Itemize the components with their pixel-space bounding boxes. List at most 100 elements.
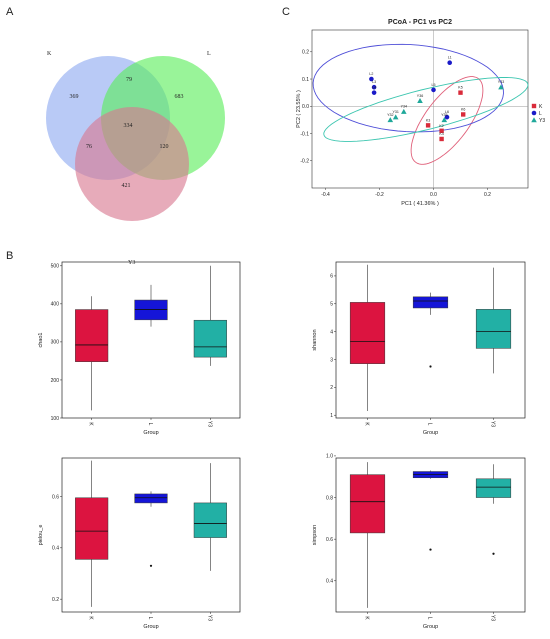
boxplot-xtick-label: Y3 xyxy=(490,421,496,427)
boxplot-xtick-label: Y3 xyxy=(490,615,496,621)
boxplot-box-y3 xyxy=(193,502,227,538)
boxplot-ytick-label: 0.2 xyxy=(52,597,59,603)
pcoa-ytick-label: -0.2 xyxy=(300,159,309,165)
pcoa-point-y31 xyxy=(392,114,399,120)
panel-label-b: B xyxy=(6,250,14,262)
venn-set-label-k: K xyxy=(47,51,52,57)
pcoa-point-label: K4 xyxy=(439,132,443,136)
pcoa-point-k3 xyxy=(425,123,431,128)
boxplot-box-y3 xyxy=(475,309,512,349)
boxplot-ytick-label: 1.0 xyxy=(326,454,333,460)
boxplot-ytick-label: 0.6 xyxy=(326,537,333,543)
pcoa-point-label: Y36 xyxy=(417,94,423,98)
boxplot-box-l xyxy=(134,493,168,504)
boxplot-xlabel: Group xyxy=(143,430,158,436)
boxplot-ylabel: shannon xyxy=(312,329,318,350)
pcoa-point-label: L3 xyxy=(372,80,376,84)
pcoa-point-l1 xyxy=(447,60,453,65)
pcoa-point-y33 xyxy=(498,84,504,90)
pcoa-ytick-label: 0.0 xyxy=(302,104,309,110)
panel-label-c: C xyxy=(282,6,290,18)
pcoa-point-label: Y32 xyxy=(387,113,393,117)
venn-region-y3-only: 421 xyxy=(122,183,131,189)
pcoa-point-label: K3 xyxy=(426,118,430,122)
pcoa-ylabel: PC2 ( 23.55% ) xyxy=(296,90,302,128)
boxplot-ylabel: chao1 xyxy=(38,333,44,348)
pcoa-point-label: Y31 xyxy=(392,110,398,114)
boxplot-xtick-label: L xyxy=(427,423,433,426)
pcoa-ytick-label: 0.2 xyxy=(302,50,309,56)
boxplot-xlabel: Group xyxy=(143,624,158,630)
pcoa-point-k6 xyxy=(461,112,466,117)
boxplot-box-k xyxy=(349,474,386,534)
boxplot-xtick-label: Y3 xyxy=(206,615,212,621)
pcoa-title: PCoA - PC1 vs PC2 xyxy=(388,19,452,26)
venn-region-l-only: 683 xyxy=(175,94,184,100)
pcoa-ytick-label: -0.1 xyxy=(300,131,309,137)
pcoa-plot-frame xyxy=(311,29,529,189)
pcoa-point-label: L2 xyxy=(369,72,373,76)
pcoa-legend-label-y3: Y3 xyxy=(539,118,545,124)
pcoa-point-y36 xyxy=(417,98,423,104)
pcoa-xlabel: PC1 ( 41.36% ) xyxy=(401,201,439,207)
boxplot-outlier xyxy=(492,552,495,555)
pcoa-point-y35 xyxy=(441,117,448,123)
boxplot-ytick-label: 0.4 xyxy=(52,546,59,552)
pcoa-point-l5 xyxy=(431,87,436,93)
pcoa-ellipse-y3 xyxy=(323,77,529,142)
boxplot-ytick-label: 0.6 xyxy=(52,494,59,500)
pcoa-point-label: K5 xyxy=(458,86,462,90)
boxplot-xtick-label: K xyxy=(88,616,94,620)
pcoa-ytick-label: 0.1 xyxy=(302,77,309,83)
boxplot-ytick-label: 1 xyxy=(330,413,333,419)
boxplot-xlabel: Group xyxy=(423,430,438,436)
pcoa-point-y32 xyxy=(387,117,394,123)
venn-set-label-l: L xyxy=(207,51,211,57)
pcoa-legend-label-l: L xyxy=(539,111,542,117)
boxplot-ytick-label: 0.8 xyxy=(326,495,333,501)
pcoa-point-label: Y34 xyxy=(401,105,407,109)
pcoa-point-l6 xyxy=(444,114,450,120)
boxplot-ytick-label: 6 xyxy=(330,274,333,280)
pcoa-xtick-label: -0.2 xyxy=(375,192,384,198)
boxplot-ytick-label: 300 xyxy=(51,340,60,346)
pcoa-point-l4 xyxy=(371,90,377,95)
pcoa-point-label: K2 xyxy=(439,124,443,128)
pcoa-point-label: L6 xyxy=(445,110,449,114)
boxplot-ytick-label: 500 xyxy=(51,264,60,270)
venn-region-k-y3: 76 xyxy=(86,144,92,150)
boxplot-xtick-label: Y3 xyxy=(206,421,212,427)
boxplot-xtick-label: L xyxy=(147,617,153,620)
boxplot-box-y3 xyxy=(475,478,512,498)
boxplot-xtick-label: L xyxy=(427,617,433,620)
pcoa-point-k2 xyxy=(439,128,444,133)
boxplot-xtick-label: K xyxy=(364,422,370,426)
boxplot-box-k xyxy=(75,309,109,362)
boxplot-ytick-label: 200 xyxy=(51,378,60,384)
pcoa-ellipse-l xyxy=(312,43,504,133)
boxplot-xtick-label: K xyxy=(364,616,370,620)
pcoa-point-label: L5 xyxy=(432,83,436,87)
pcoa-xtick-label: 0.2 xyxy=(484,192,491,198)
pcoa-legend-marker-y3 xyxy=(531,117,537,123)
pcoa-legend-label-k: K xyxy=(539,104,543,110)
venn-region-l-y3: 120 xyxy=(160,144,169,150)
pcoa-legend-marker-k xyxy=(531,103,537,109)
venn-circle-y3 xyxy=(75,107,189,221)
boxplot-ytick-label: 400 xyxy=(51,302,60,308)
pcoa-point-label: Y35 xyxy=(441,113,447,117)
boxplot-ytick-label: 2 xyxy=(330,385,333,391)
pcoa-xtick-label: 0.0 xyxy=(430,192,437,198)
venn-region-k-l: 79 xyxy=(126,77,132,83)
boxplot-ylabel: simpson xyxy=(312,525,318,545)
boxplot-outlier xyxy=(429,365,432,368)
boxplot-box-y3 xyxy=(193,319,227,358)
boxplot-box-l xyxy=(412,296,449,309)
boxplot-ylabel: pielou_e xyxy=(38,525,44,546)
panel-label-a: A xyxy=(6,6,14,18)
venn-region-k-l-y3: 334 xyxy=(124,123,133,129)
